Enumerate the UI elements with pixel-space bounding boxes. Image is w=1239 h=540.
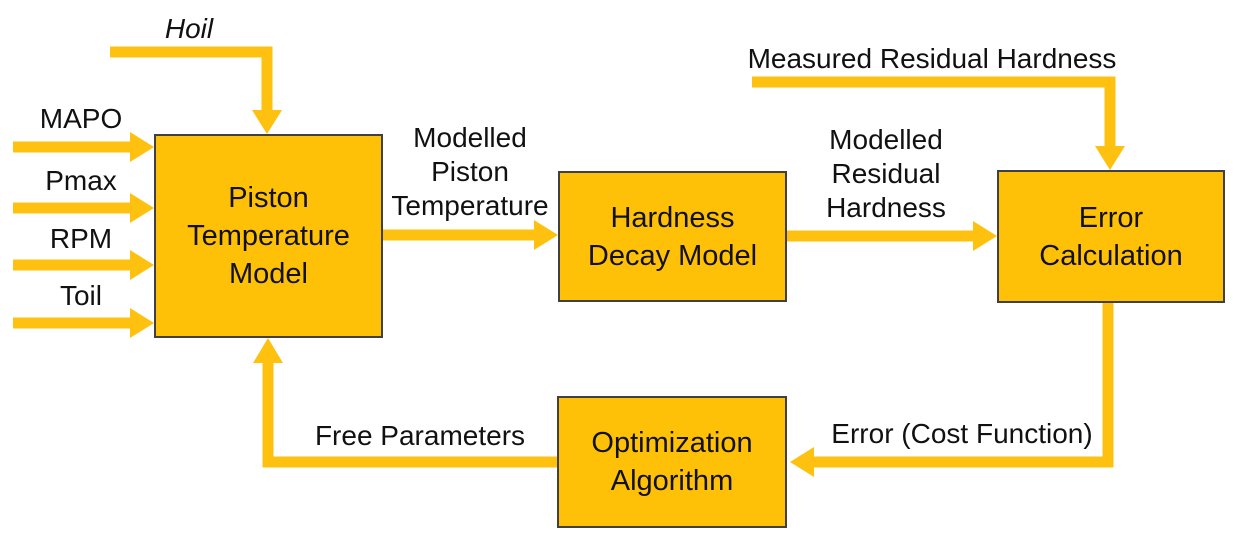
- measured-hardness-arrow: [752, 76, 1125, 170]
- hoil-arrow: [110, 46, 282, 134]
- box-piston-temperature-model: Piston Temperature Model: [154, 134, 383, 338]
- free-parameters-feedback-arrow: [253, 338, 557, 468]
- box-error-calculation: Error Calculation: [997, 170, 1225, 303]
- piston-to-hardness-arrow: [383, 220, 558, 250]
- input-label-pmax: Pmax: [45, 165, 117, 196]
- flow-label-modelled-piston-temperature: Modelled Piston Temperature: [391, 122, 549, 221]
- mapo-arrow: [13, 132, 154, 162]
- input-label-rpm: RPM: [49, 223, 113, 254]
- flow-label-measured-residual-hardness: Measured Residual Hardness: [747, 43, 1117, 74]
- box-optimization-algorithm: Optimization Algorithm: [557, 396, 787, 528]
- flow-label-modelled-residual-hardness: Modelled Residual Hardness: [826, 124, 946, 223]
- input-label-mapo: MAPO: [39, 103, 123, 134]
- toil-arrow: [13, 308, 154, 338]
- flow-label-free-parameters: Free Parameters: [314, 420, 526, 451]
- rpm-arrow: [13, 250, 154, 280]
- error-to-optimization-arrow: [790, 303, 1114, 477]
- pmax-arrow: [13, 193, 154, 223]
- input-label-toil: Toil: [59, 280, 102, 311]
- hardness-to-error-arrow: [787, 221, 997, 251]
- flow-label-error-cost-function: Error (Cost Function): [831, 418, 1093, 449]
- box-hardness-decay-model: Hardness Decay Model: [558, 171, 787, 302]
- input-label-hoil: Hoil: [164, 13, 214, 44]
